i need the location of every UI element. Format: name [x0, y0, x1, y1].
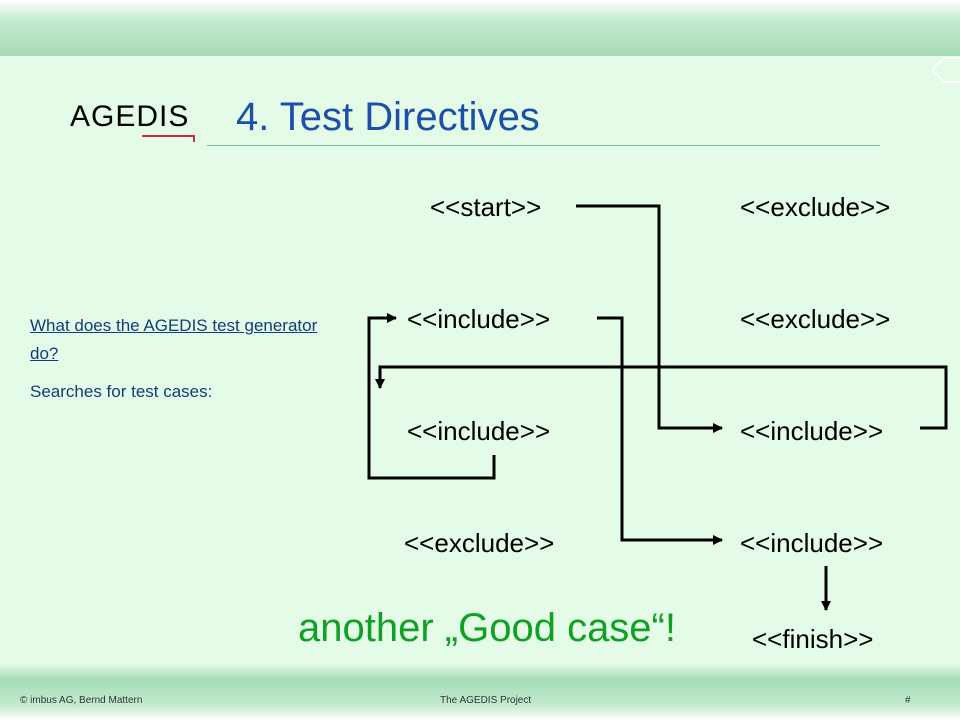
footer-copyright: © imbus AG, Bernd Mattern: [20, 695, 143, 706]
footer-page-number: #: [905, 695, 911, 706]
sidebar-answer: Searches for test cases:: [30, 382, 213, 401]
title-divider: [207, 145, 880, 146]
good-case-callout: another „Good case“!: [298, 606, 676, 650]
node-exclude-right-2: <<exclude>>: [740, 304, 891, 334]
node-finish: <<finish>>: [752, 624, 874, 654]
node-start: <<start>>: [430, 192, 542, 222]
corner-tab-icon: [931, 57, 960, 83]
logo-underline: [142, 135, 195, 142]
node-include-right-2: <<include>>: [740, 528, 884, 558]
arrow-include-right-1-to-include-left-2: [375, 365, 948, 430]
node-exclude-left: <<exclude>>: [404, 528, 555, 558]
node-include-right-1: <<include>>: [740, 416, 884, 446]
node-include-left-1: <<include>>: [407, 304, 551, 334]
page-title: 4. Test Directives: [236, 95, 540, 139]
header-band: [0, 0, 960, 56]
arrow-include-left-1-to-include-right-2: [597, 316, 723, 545]
footer-band: [0, 663, 960, 720]
node-exclude-right-1: <<exclude>>: [740, 192, 891, 222]
arrow-include-left-2-to-include-left-1: [367, 313, 496, 480]
footer-project: The AGEDIS Project: [440, 695, 532, 706]
sidebar-question: What does the AGEDIS test generator do?: [30, 316, 318, 363]
node-include-left-2: <<include>>: [407, 416, 551, 446]
arrow-start-to-include-right-1: [576, 204, 723, 433]
agedis-logo: AGEDIS: [70, 100, 190, 133]
